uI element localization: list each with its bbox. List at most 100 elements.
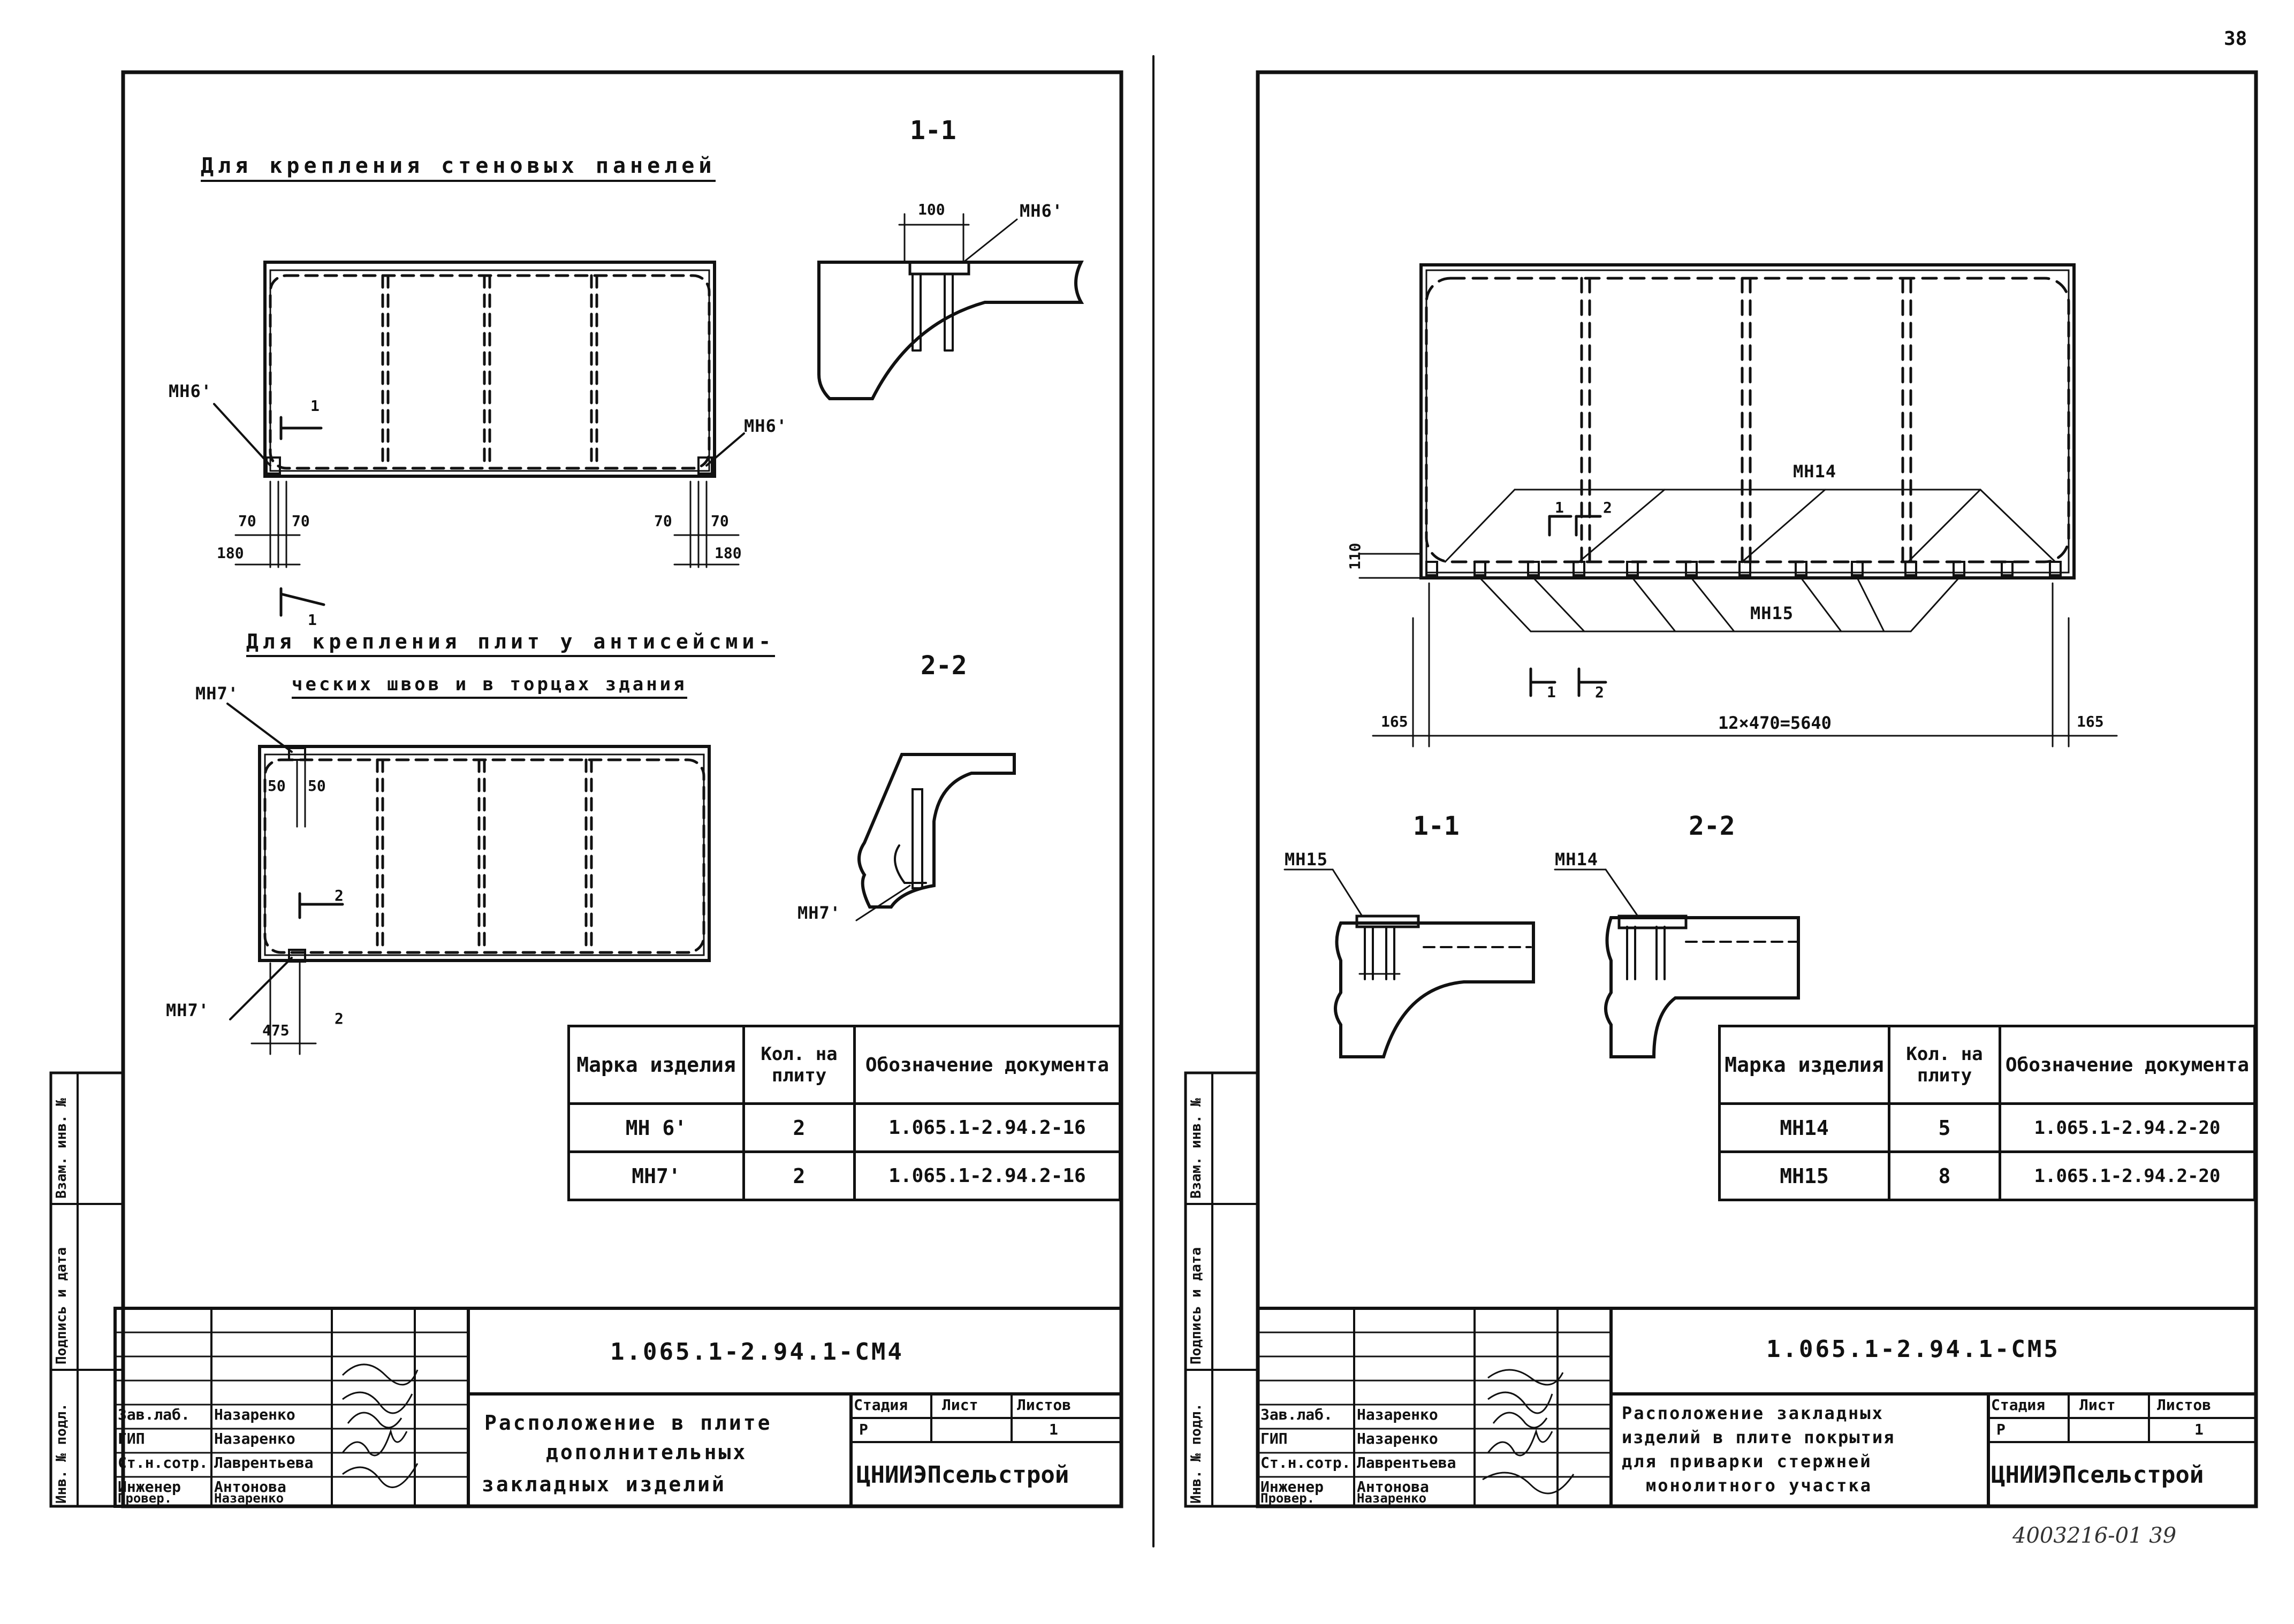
spec-cell: 1.065.1-2.94.2-16 <box>853 1150 1121 1201</box>
cut-right-2: 2 <box>1603 499 1612 516</box>
spec-header-qty: Кол. на плиту <box>1888 1025 2001 1105</box>
left-stamp-sheets: 1 <box>1049 1421 1058 1438</box>
left-stamp-name-0: Назаренко <box>214 1406 295 1423</box>
label-mn6-right: МН6' <box>744 416 788 436</box>
dim-70a: 70 <box>238 512 256 530</box>
left-stamp-sheet-label: Лист <box>942 1396 978 1414</box>
left-stamp-title-2: дополнительных <box>546 1440 748 1464</box>
dim-main: 12×470=5640 <box>1718 713 1832 733</box>
plate-roof <box>1419 263 2076 580</box>
cut-2-top: 2 <box>335 887 344 904</box>
dim-180b: 180 <box>715 544 742 562</box>
label-mn7-top: МН7' <box>195 683 239 704</box>
right-stamp-name-2: Лаврентьева <box>1357 1454 1456 1471</box>
left-heading-plates-1: Для крепления плит у антисейсми- <box>246 631 776 657</box>
right-stamp-role-0: Зав.лаб. <box>1260 1406 1333 1423</box>
left-stamp-stage-label: Стадия <box>854 1396 908 1414</box>
right-stamp-title-1: Расположение закладных <box>1622 1403 1884 1423</box>
signatures <box>341 1363 1575 1495</box>
right-stamp-sheets: 1 <box>2194 1421 2204 1438</box>
right-stamp-name-1: Назаренко <box>1357 1430 1438 1447</box>
label-mn7-detail: МН7' <box>797 903 841 923</box>
dim-165b: 165 <box>2077 713 2104 730</box>
dim-70d: 70 <box>711 512 729 530</box>
dim-165a: 165 <box>1381 713 1408 730</box>
right-stamp-role-2: Ст.н.сотр. <box>1260 1454 1351 1471</box>
right-stamp-title-2: изделий в плите покрытия <box>1622 1427 1895 1447</box>
left-stamp-role-0: Зав.лаб. <box>118 1406 190 1423</box>
section-1-1-right <box>1334 921 1535 1058</box>
right-stamp-sheet-label: Лист <box>2079 1396 2116 1414</box>
dim-110: 110 <box>1346 543 1364 570</box>
spec-cell: МН 6' <box>567 1102 745 1153</box>
left-side-strip <box>49 1071 125 1508</box>
right-section-2-2-title: 2-2 <box>1689 811 1735 841</box>
left-stamp-title-3: закладных изделий <box>482 1473 726 1496</box>
left-stamp-role-3: Инженер <box>118 1478 181 1496</box>
spec-header-doc: Обозначение документа <box>853 1025 1121 1105</box>
right-stamp-org: ЦНИИЭПсельстрой <box>1991 1461 2204 1489</box>
cut-right-2b: 2 <box>1595 683 1604 701</box>
cut-2-bottom: 2 <box>335 1010 344 1027</box>
right-side-strip <box>1184 1071 1259 1508</box>
archive-note: 4003216-01 39 <box>2012 1523 2177 1548</box>
left-stamp-code: 1.065.1-2.94.1-СМ4 <box>610 1338 904 1366</box>
left-stamp-stage: Р <box>859 1421 868 1438</box>
right-side-label-2: Взам. инв. № <box>1188 1098 1204 1199</box>
left-heading-walls: Для крепления стеновых панелей <box>201 155 716 182</box>
right-stamp-title-4: монолитного участка <box>1646 1475 1873 1496</box>
spec-cell: 2 <box>742 1102 856 1153</box>
spec-header-mark: Марка изделия <box>1718 1025 1890 1105</box>
spec-cell: 5 <box>1888 1102 2001 1153</box>
right-spec-table: Марка изделия Кол. на плиту Обозначение … <box>1718 1025 2256 1201</box>
cut-right-1: 1 <box>1555 499 1564 516</box>
left-side-label-0: Инв. № подл. <box>54 1403 70 1504</box>
left-spec-table: Марка изделия Кол. на плиту Обозначение … <box>567 1025 1121 1201</box>
spec-cell: 1.065.1-2.94.2-16 <box>853 1102 1121 1153</box>
cut-1-top: 1 <box>310 397 320 415</box>
dim-180a: 180 <box>217 544 244 562</box>
left-side-label-1: Подпись и дата <box>54 1247 70 1364</box>
left-heading-plates-2: ческих швов и в торцах здания <box>292 675 687 699</box>
spec-cell: МН14 <box>1718 1102 1890 1153</box>
left-section-1-1-title: 1-1 <box>910 116 956 146</box>
label-mn6-detail: МН6' <box>1020 201 1064 221</box>
left-stamp-org: ЦНИИЭПсельстрой <box>856 1461 1069 1489</box>
cut-1-bottom: 1 <box>308 611 317 629</box>
spec-cell: 8 <box>1888 1150 2001 1201</box>
dim-50a: 50 <box>268 777 286 795</box>
left-stamp-name-2: Лаврентьева <box>214 1454 314 1471</box>
right-side-label-1: Подпись и дата <box>1188 1247 1204 1364</box>
right-section-1-1-title: 1-1 <box>1413 811 1460 841</box>
cut-right-1b: 1 <box>1547 683 1556 701</box>
page-number: 38 <box>2224 28 2247 50</box>
right-stamp-name-3: Антонова <box>1357 1478 1429 1496</box>
right-stamp-code: 1.065.1-2.94.1-СМ5 <box>1766 1336 2060 1363</box>
plate-walls <box>263 261 716 478</box>
left-stamp-name-3: Антонова <box>214 1478 286 1496</box>
label-mn14: МН14 <box>1793 461 1837 482</box>
label-mn15: МН15 <box>1750 603 1794 623</box>
dim-100: 100 <box>918 201 945 218</box>
section-1-1-left <box>817 261 1084 400</box>
spec-cell: 2 <box>742 1150 856 1201</box>
left-stamp-title-1: Расположение в плите <box>484 1411 772 1435</box>
spec-header-doc: Обозначение документа <box>1999 1025 2256 1105</box>
section-2-2-left <box>857 753 1016 909</box>
right-stamp-role-3: Инженер <box>1260 1478 1324 1496</box>
label-mn7-bottom: МН7' <box>166 1000 210 1020</box>
label-mn6-left: МН6' <box>169 381 212 401</box>
left-stamp-role-1: ГИП <box>118 1430 145 1447</box>
left-stamp-role-2: Ст.н.сотр. <box>118 1454 208 1471</box>
right-stamp-title-3: для приварки стержней <box>1622 1451 1872 1471</box>
spec-cell: МН15 <box>1718 1150 1890 1201</box>
dim-475: 475 <box>262 1021 290 1039</box>
left-stamp-sheets-label: Листов <box>1017 1396 1072 1414</box>
label-mn15-detail: МН15 <box>1285 849 1328 870</box>
spec-header-qty: Кол. на плиту <box>742 1025 856 1105</box>
right-sheet-frame <box>1256 70 2258 1508</box>
plate-seismic <box>258 745 711 962</box>
section-2-2-right <box>1604 916 1800 1058</box>
left-stamp-name-4: Назаренко <box>214 1491 284 1506</box>
left-section-2-2-title: 2-2 <box>921 651 967 681</box>
